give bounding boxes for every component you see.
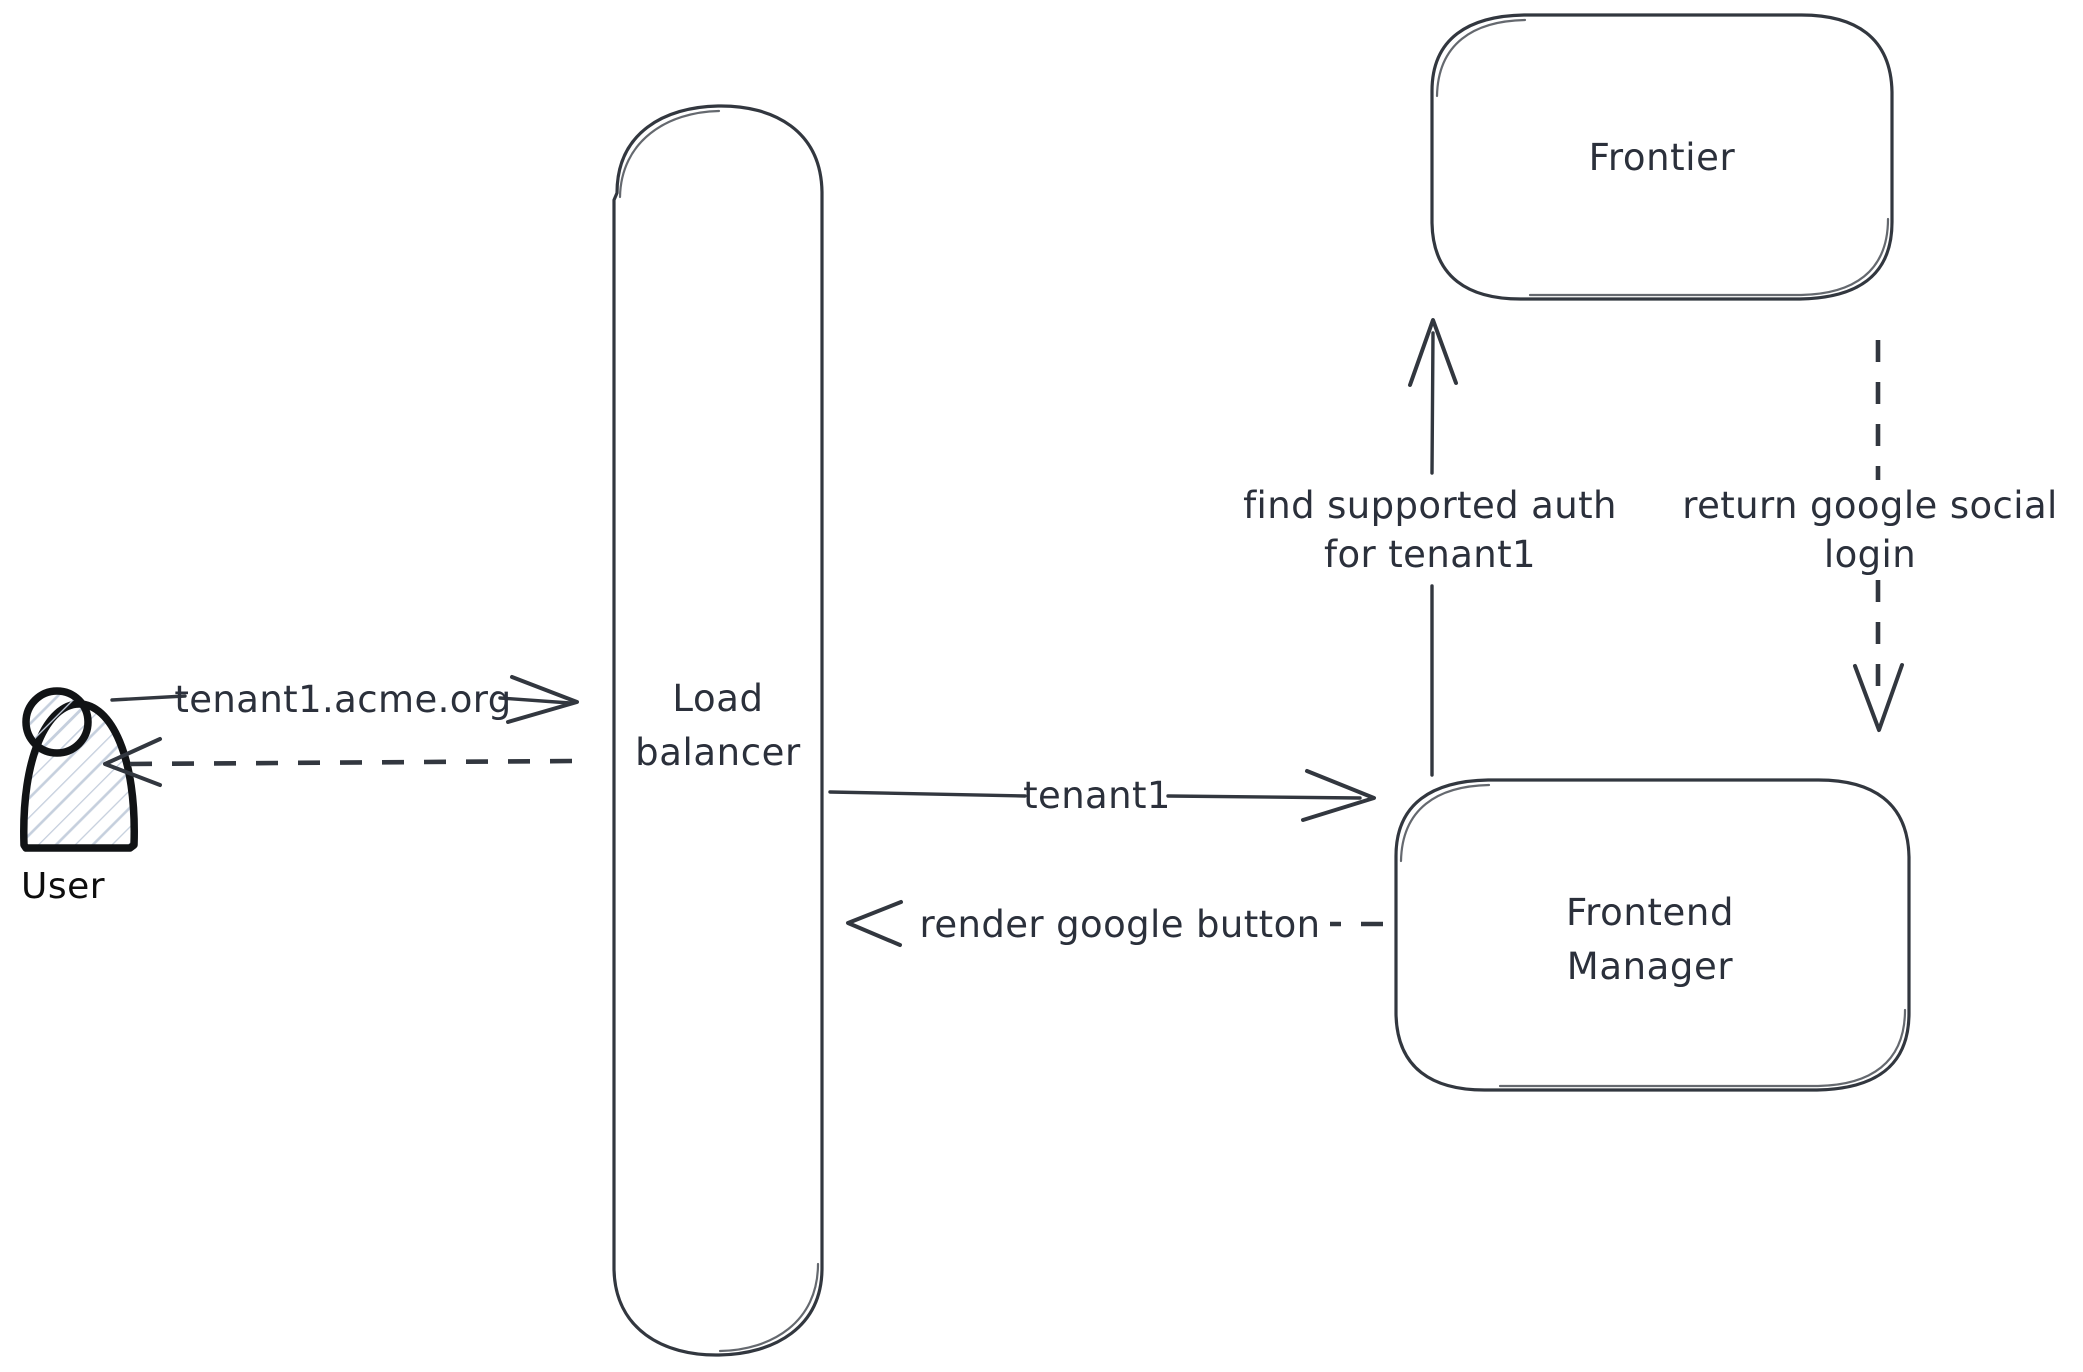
user-label: User <box>21 866 105 907</box>
edge-label-find-supported-auth-line1: find supported auth <box>1243 484 1617 527</box>
edge-load-balancer-to-user <box>103 737 573 787</box>
edge-frontier-to-frontend-manager: return google social login <box>1682 340 2057 732</box>
frontend-manager-label-line1: Frontend <box>1566 891 1734 934</box>
edge-label-return-google-social-line2: login <box>1824 533 1916 576</box>
edge-frontend-manager-to-load-balancer: render google button <box>846 900 1383 947</box>
node-load-balancer[interactable]: Load balancer <box>612 104 824 1357</box>
edge-label-return-google-social-line1: return google social <box>1682 484 2057 527</box>
edge-label-tenant1: tenant1 <box>1023 774 1171 817</box>
node-frontend-manager[interactable]: Frontend Manager <box>1394 778 1911 1092</box>
user-head-icon <box>22 687 92 757</box>
node-frontier[interactable]: Frontier <box>1430 13 1894 301</box>
actor-user[interactable]: User <box>20 687 138 907</box>
edge-frontend-manager-to-frontier: find supported auth for tenant1 <box>1243 318 1617 777</box>
edge-load-balancer-to-frontend-manager: tenant1 <box>828 769 1376 822</box>
load-balancer-label-line1: Load <box>672 677 763 720</box>
edge-label-find-supported-auth-line2: for tenant1 <box>1324 533 1536 576</box>
load-balancer-label-line2: balancer <box>635 731 801 774</box>
edge-label-tenant1-acme-org: tenant1.acme.org <box>174 678 511 721</box>
edge-label-render-google-button: render google button <box>920 903 1321 946</box>
edge-user-to-load-balancer: tenant1.acme.org <box>110 675 579 724</box>
frontier-label: Frontier <box>1589 136 1736 179</box>
frontend-manager-label-line2: Manager <box>1567 945 1734 988</box>
